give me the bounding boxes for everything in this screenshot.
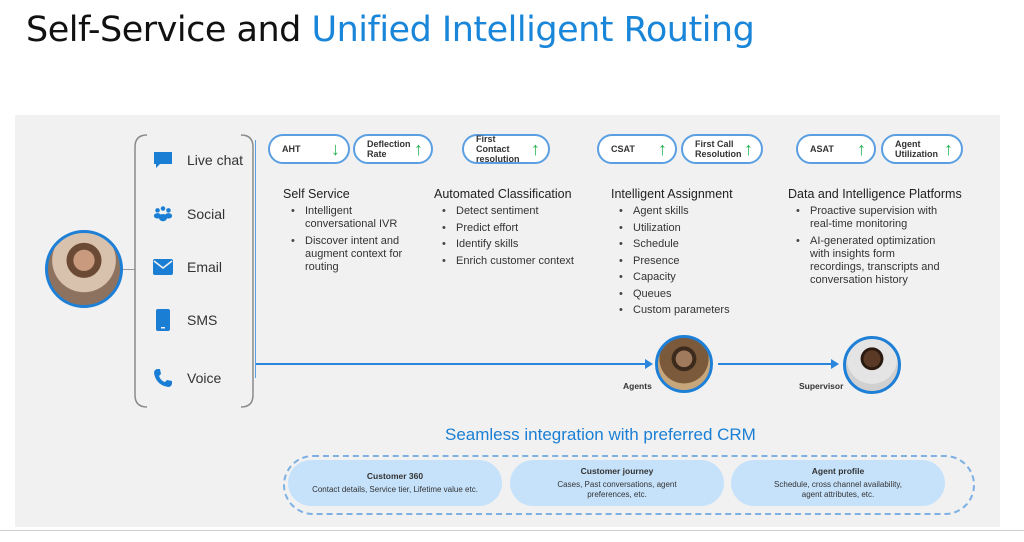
- arrow-up-icon: ↑: [414, 139, 423, 159]
- arrow-up-icon: ↑: [531, 139, 540, 159]
- flow-arrow-to-agents: [256, 363, 648, 365]
- metric-pill-first-contact-resolution: First Contact resolution ↑: [462, 134, 550, 164]
- metric-label: Agent Utilization: [895, 139, 938, 159]
- arrow-up-icon: ↑: [658, 139, 667, 159]
- arrowhead-icon: [831, 359, 839, 369]
- section-data-intelligence-platforms: Data and Intelligence Platforms Proactiv…: [788, 187, 978, 290]
- channel-label: Voice: [187, 370, 222, 386]
- phone-handset-icon: [153, 368, 173, 388]
- section-item: Intelligent conversational IVR: [291, 205, 413, 231]
- metric-label: ASAT: [810, 144, 834, 154]
- section-item: Enrich customer context: [442, 255, 594, 268]
- crm-box-agent-profile: Agent profile Schedule, cross channel av…: [731, 460, 945, 506]
- section-item: Identify skills: [442, 238, 594, 251]
- section-item: Custom parameters: [619, 304, 761, 317]
- section-item: Agent skills: [619, 205, 761, 218]
- crm-box-customer-journey: Customer journey Cases, Past conversatio…: [510, 460, 724, 506]
- arrow-down-icon: ↓: [331, 139, 340, 159]
- arrow-up-icon: ↑: [944, 139, 953, 159]
- crm-box-title: Agent profile: [811, 466, 865, 476]
- supervisor-avatar: [843, 336, 901, 394]
- metric-pill-agent-utilization: Agent Utilization ↑: [881, 134, 963, 164]
- section-item: Detect sentiment: [442, 205, 594, 218]
- divider: [0, 530, 1024, 531]
- channel-label: Social: [187, 206, 226, 222]
- channel-email: Email: [153, 257, 222, 277]
- metric-pill-aht: AHT ↓: [268, 134, 350, 164]
- section-self-service: Self Service Intelligent conversational …: [283, 187, 413, 277]
- agents-avatar: [655, 335, 713, 393]
- title-part-2: Unified Intelligent Routing: [311, 10, 755, 50]
- customer-avatar: [45, 230, 123, 308]
- crm-box-title: Customer 360: [366, 471, 424, 481]
- crm-box-title: Customer journey: [580, 466, 654, 476]
- channel-voice: Voice: [153, 368, 221, 388]
- metric-pill-asat: ASAT ↑: [796, 134, 876, 164]
- chat-bubble-icon: [153, 150, 173, 170]
- crm-box-customer-360: Customer 360 Contact details, Service ti…: [288, 460, 502, 506]
- section-item: Proactive supervision with real-time mon…: [796, 205, 942, 231]
- section-automated-classification: Automated Classification Detect sentimen…: [434, 187, 594, 271]
- section-intelligent-assignment: Intelligent Assignment Agent skills Util…: [611, 187, 761, 321]
- section-title: Data and Intelligence Platforms: [788, 187, 962, 201]
- metric-pill-csat: CSAT ↑: [597, 134, 677, 164]
- channel-social: Social: [153, 204, 225, 224]
- section-item: Presence: [619, 255, 761, 268]
- metric-pill-first-call-resolution: First Call Resolution ↑: [681, 134, 763, 164]
- crm-box-desc: Contact details, Service tier, Lifetime …: [312, 485, 478, 494]
- section-title: Automated Classification: [434, 187, 572, 201]
- section-title: Self Service: [283, 187, 350, 201]
- section-item: Capacity: [619, 271, 761, 284]
- section-item: Queues: [619, 288, 761, 301]
- crm-box-desc: Schedule, cross channel availability, ag…: [774, 480, 902, 499]
- channel-label: Live chat: [187, 152, 244, 168]
- title-part-1: Self-Service and: [26, 10, 312, 50]
- metric-label: AHT: [282, 144, 301, 154]
- section-item: Schedule: [619, 238, 761, 251]
- channels-bracket: [134, 134, 254, 408]
- page-title: Self-Service and Unified Intelligent Rou…: [26, 10, 755, 50]
- channel-label: SMS: [187, 312, 218, 328]
- metric-label: First Contact resolution: [476, 134, 520, 164]
- section-item: Predict effort: [442, 222, 594, 235]
- flow-arrow-to-supervisor: [718, 363, 834, 365]
- envelope-icon: [153, 257, 173, 277]
- diagram-panel: [15, 115, 1000, 527]
- section-item: Utilization: [619, 222, 761, 235]
- people-group-icon: [153, 204, 173, 224]
- crm-title: Seamless integration with preferred CRM: [445, 425, 756, 444]
- metric-label: Deflection Rate: [367, 139, 411, 159]
- metric-label: CSAT: [611, 144, 635, 154]
- channel-sms: SMS: [153, 309, 218, 331]
- arrowhead-icon: [645, 359, 653, 369]
- customer-connector-line: [123, 269, 135, 270]
- channel-flow-line: [255, 140, 256, 378]
- crm-box-desc: Cases, Past conversations, agent prefere…: [557, 480, 677, 499]
- section-item: Discover intent and augment context for …: [291, 235, 413, 274]
- metric-label: First Call Resolution: [695, 139, 742, 159]
- channel-label: Email: [187, 259, 223, 275]
- channel-live-chat: Live chat: [153, 150, 243, 170]
- metric-pill-deflection-rate: Deflection Rate ↑: [353, 134, 433, 164]
- arrow-up-icon: ↑: [744, 139, 753, 159]
- section-item: AI-generated optimization with insights …: [796, 235, 942, 287]
- agents-label: Agents: [623, 381, 652, 391]
- arrow-up-icon: ↑: [857, 139, 866, 159]
- crm-dashed-container: [283, 455, 975, 515]
- mobile-phone-icon: [153, 309, 173, 331]
- supervisor-label: Supervisor: [799, 381, 844, 391]
- section-title: Intelligent Assignment: [611, 187, 733, 201]
